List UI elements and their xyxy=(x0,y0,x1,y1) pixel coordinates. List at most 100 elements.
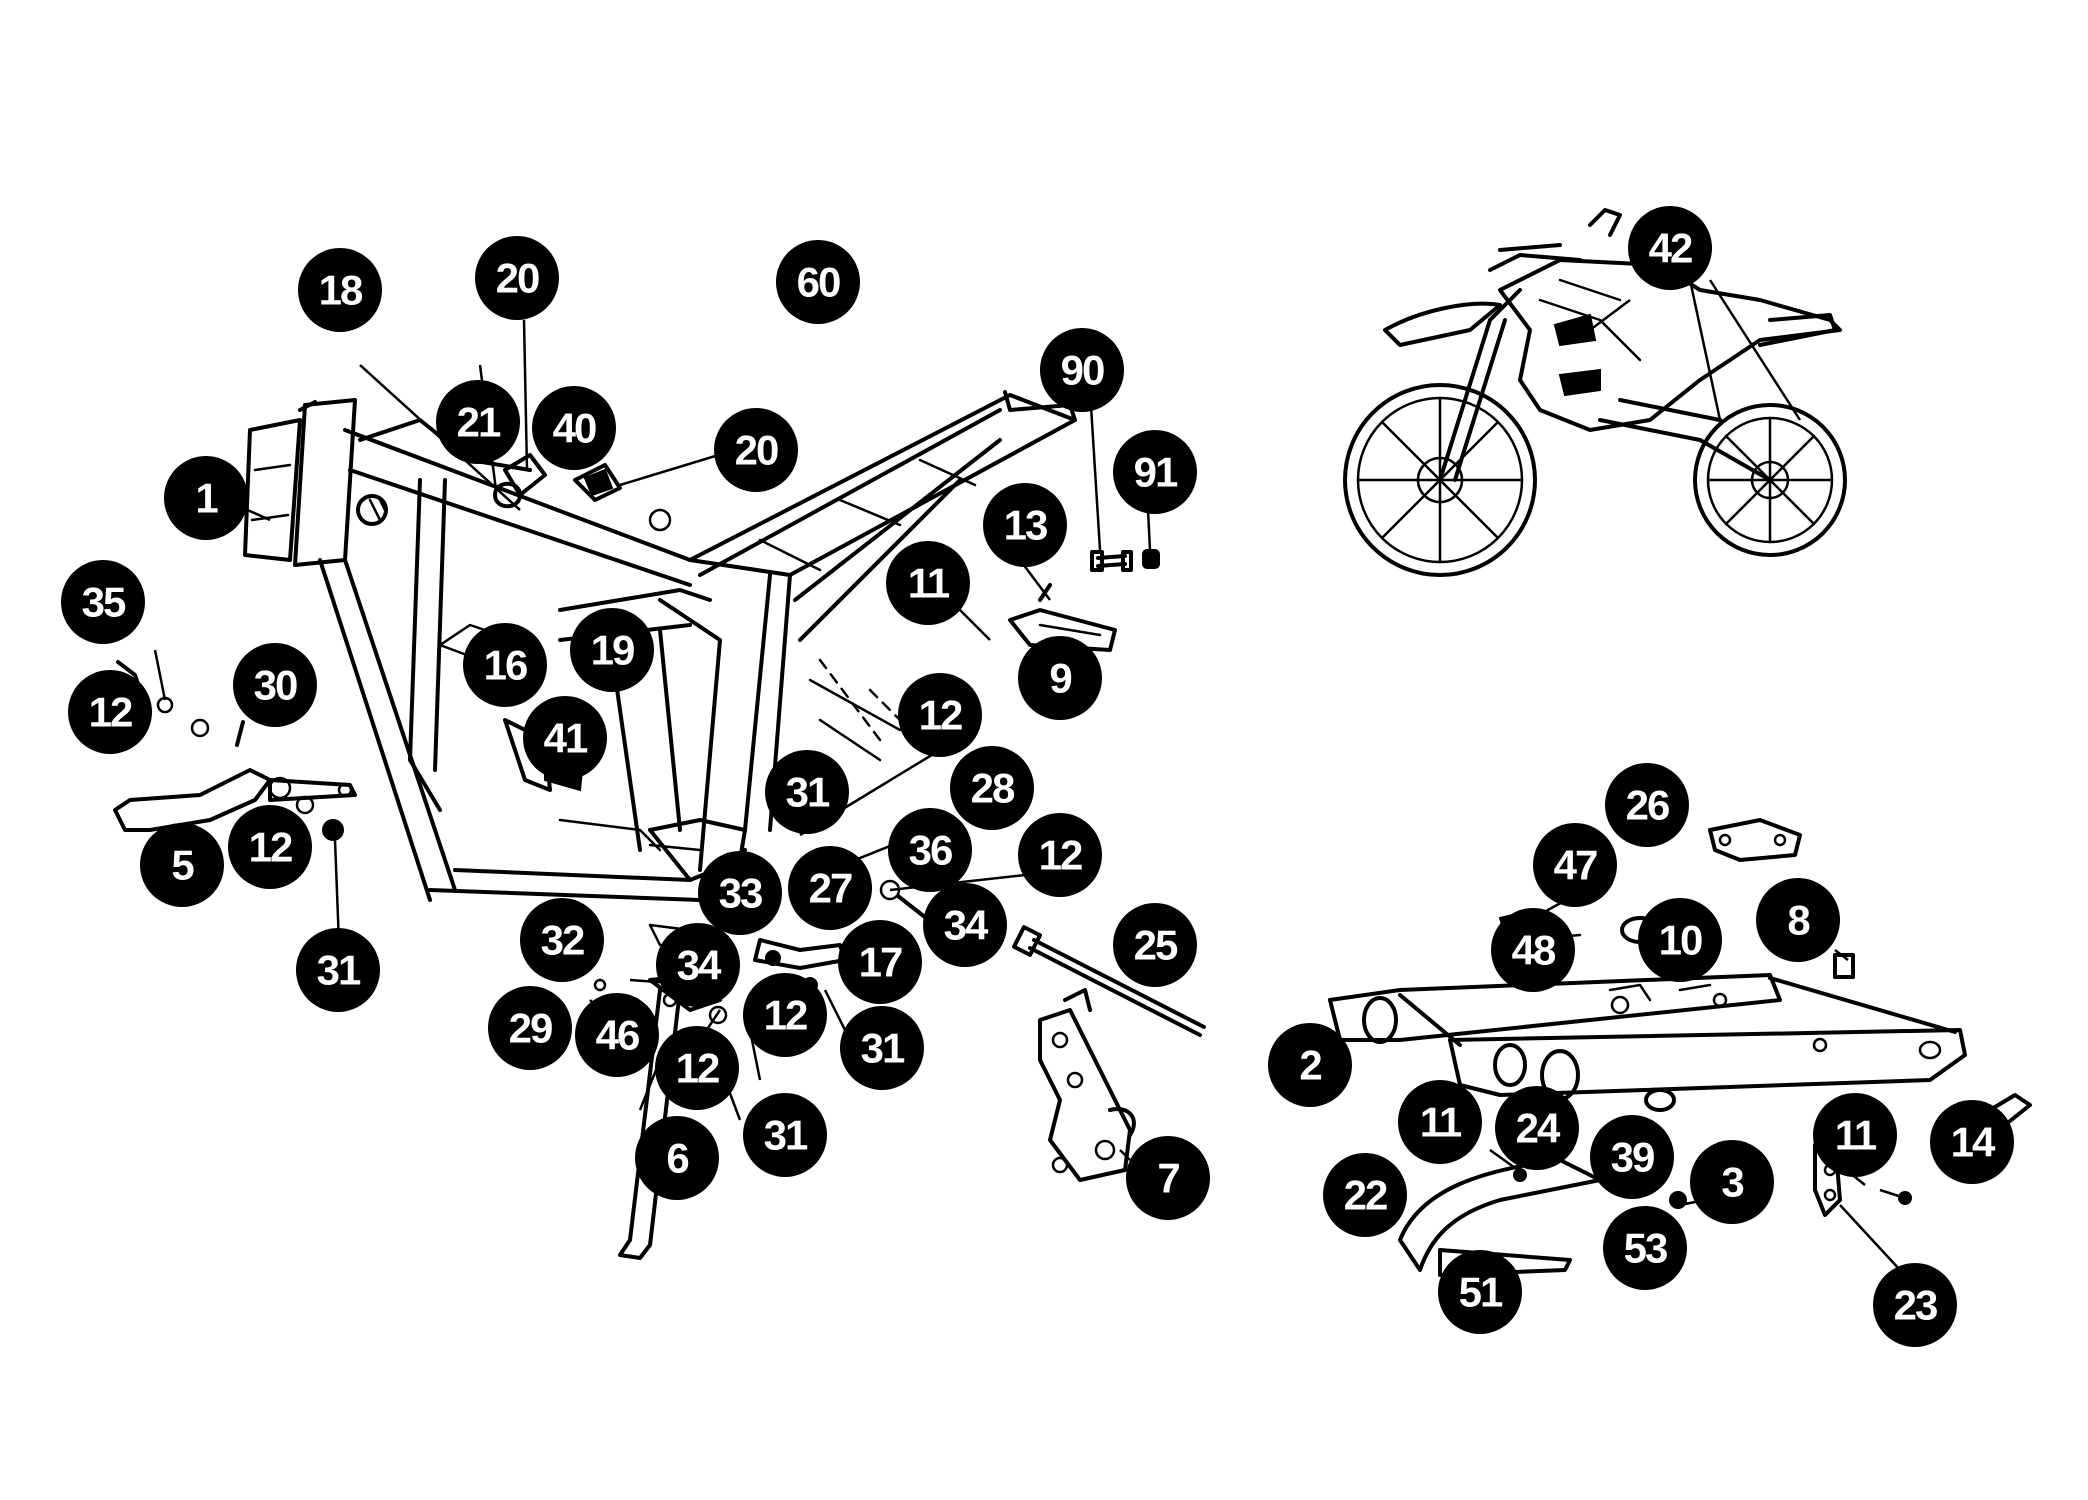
tank-mount-parts xyxy=(493,453,622,509)
callout-33: 33 xyxy=(698,851,782,935)
callout-30: 30 xyxy=(233,643,317,727)
svg-text:20: 20 xyxy=(735,427,778,474)
svg-text:34: 34 xyxy=(677,942,722,989)
svg-text:35: 35 xyxy=(82,579,126,626)
svg-text:31: 31 xyxy=(786,769,830,816)
callout-5: 5 xyxy=(140,823,224,907)
callout-2: 2 xyxy=(1268,1023,1352,1107)
svg-text:24: 24 xyxy=(1516,1105,1561,1152)
callout-90: 90 xyxy=(1040,328,1124,412)
callout-51: 51 xyxy=(1438,1250,1522,1334)
svg-text:39: 39 xyxy=(1611,1134,1654,1181)
callout-12: 12 xyxy=(898,673,982,757)
svg-text:20: 20 xyxy=(496,255,539,302)
svg-text:8: 8 xyxy=(1787,897,1810,944)
svg-text:12: 12 xyxy=(89,689,132,736)
callout-23: 23 xyxy=(1873,1263,1957,1347)
callouts: 18 20 60 21 40 20 1 90 91 13 11 9 35 30 … xyxy=(61,206,2014,1347)
svg-text:30: 30 xyxy=(254,662,297,709)
svg-text:25: 25 xyxy=(1134,922,1178,969)
callout-11: 11 xyxy=(1398,1080,1482,1164)
callout-20: 20 xyxy=(475,236,559,320)
svg-text:17: 17 xyxy=(859,939,902,986)
callout-11: 11 xyxy=(886,541,970,625)
callout-31: 31 xyxy=(743,1093,827,1177)
callout-7: 7 xyxy=(1126,1136,1210,1220)
svg-text:13: 13 xyxy=(1004,502,1047,549)
callout-41: 41 xyxy=(523,696,607,780)
svg-text:31: 31 xyxy=(861,1025,905,1072)
svg-text:12: 12 xyxy=(919,692,962,739)
callout-32: 32 xyxy=(520,898,604,982)
callout-6: 6 xyxy=(635,1116,719,1200)
svg-text:3: 3 xyxy=(1721,1159,1743,1206)
callout-28: 28 xyxy=(950,746,1034,830)
svg-text:91: 91 xyxy=(1134,449,1178,496)
svg-text:12: 12 xyxy=(1039,832,1082,879)
svg-text:2: 2 xyxy=(1299,1042,1321,1089)
svg-text:42: 42 xyxy=(1649,225,1692,272)
callout-31: 31 xyxy=(840,1006,924,1090)
svg-text:9: 9 xyxy=(1049,655,1071,702)
svg-text:11: 11 xyxy=(908,560,950,607)
svg-text:12: 12 xyxy=(249,824,292,871)
callout-39: 39 xyxy=(1590,1115,1674,1199)
callout-48: 48 xyxy=(1491,908,1575,992)
svg-text:6: 6 xyxy=(666,1135,688,1182)
callout-11: 11 xyxy=(1813,1093,1897,1177)
svg-text:16: 16 xyxy=(484,642,527,689)
callout-34: 34 xyxy=(656,923,740,1007)
callout-13: 13 xyxy=(983,483,1067,567)
svg-text:23: 23 xyxy=(1894,1282,1937,1329)
svg-text:31: 31 xyxy=(764,1112,808,1159)
callout-12: 12 xyxy=(655,1026,739,1110)
svg-text:36: 36 xyxy=(909,827,952,874)
callout-19: 19 xyxy=(570,608,654,692)
callout-12: 12 xyxy=(1018,813,1102,897)
callout-21: 21 xyxy=(436,380,520,464)
svg-text:21: 21 xyxy=(457,399,501,446)
bolt-91-90 xyxy=(1090,549,1160,572)
callout-3: 3 xyxy=(1690,1140,1774,1224)
kickstand-5 xyxy=(113,660,357,841)
svg-text:5: 5 xyxy=(171,842,194,889)
svg-text:31: 31 xyxy=(317,947,361,994)
svg-text:41: 41 xyxy=(544,715,588,762)
callout-12: 12 xyxy=(743,973,827,1057)
callout-12: 12 xyxy=(228,805,312,889)
svg-text:32: 32 xyxy=(541,917,584,964)
svg-text:46: 46 xyxy=(596,1012,639,1059)
svg-text:7: 7 xyxy=(1157,1155,1179,1202)
callout-27: 27 xyxy=(788,846,872,930)
callout-35: 35 xyxy=(61,560,145,644)
svg-text:22: 22 xyxy=(1344,1172,1387,1219)
svg-text:11: 11 xyxy=(1420,1099,1462,1146)
svg-text:51: 51 xyxy=(1459,1269,1503,1316)
callout-10: 10 xyxy=(1638,898,1722,982)
callout-1: 1 xyxy=(164,456,248,540)
motorcycle-illustration xyxy=(1343,208,1847,577)
svg-text:11: 11 xyxy=(1835,1112,1877,1159)
callout-36: 36 xyxy=(888,808,972,892)
callout-34: 34 xyxy=(923,883,1007,967)
callout-25: 25 xyxy=(1113,903,1197,987)
callout-20: 20 xyxy=(714,408,798,492)
svg-text:28: 28 xyxy=(971,765,1015,812)
callout-29: 29 xyxy=(488,986,572,1070)
swingarm-assembly xyxy=(1328,818,2032,1277)
svg-text:47: 47 xyxy=(1554,842,1597,889)
svg-text:19: 19 xyxy=(591,627,634,674)
svg-text:29: 29 xyxy=(509,1005,552,1052)
callout-60: 60 xyxy=(776,240,860,324)
callout-12: 12 xyxy=(68,670,152,754)
callout-17: 17 xyxy=(838,920,922,1004)
callout-9: 9 xyxy=(1018,636,1102,720)
callout-22: 22 xyxy=(1323,1153,1407,1237)
svg-text:14: 14 xyxy=(1951,1119,1996,1166)
callout-47: 47 xyxy=(1533,823,1617,907)
callout-42: 42 xyxy=(1628,206,1712,290)
callout-46: 46 xyxy=(575,993,659,1077)
svg-text:60: 60 xyxy=(797,259,840,306)
callout-91: 91 xyxy=(1113,430,1197,514)
svg-text:1: 1 xyxy=(195,475,218,522)
